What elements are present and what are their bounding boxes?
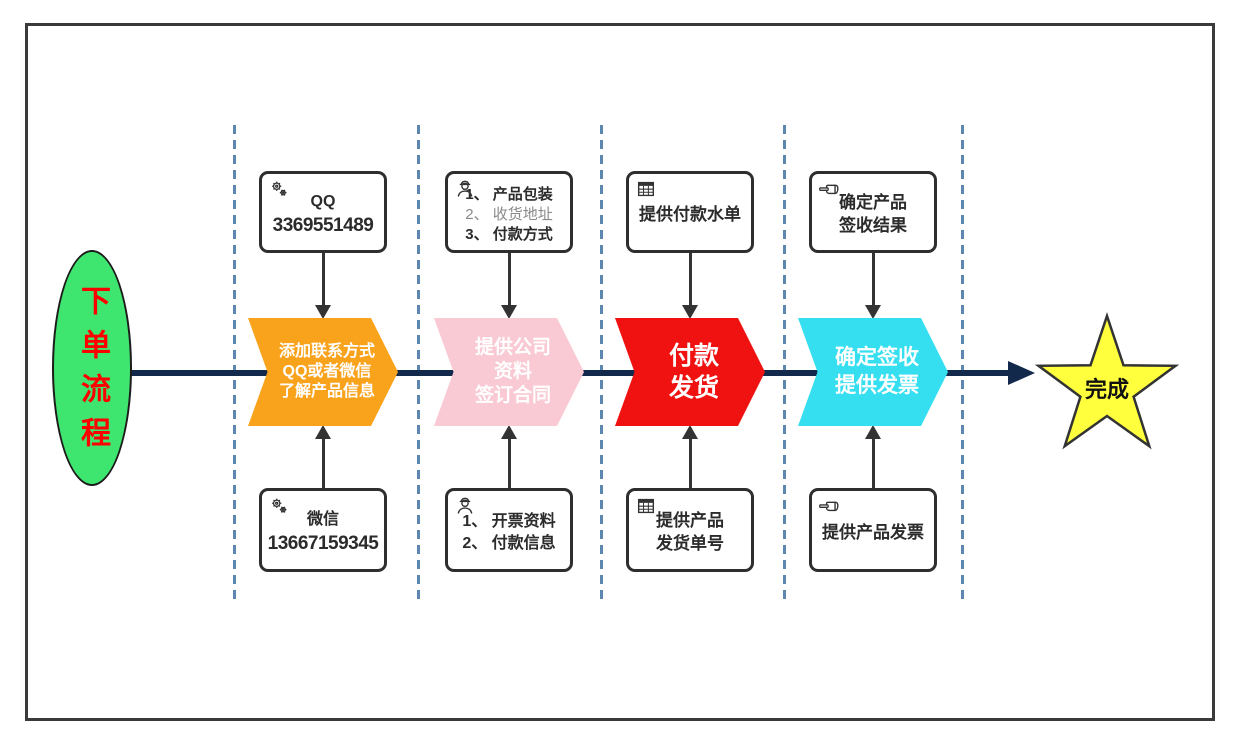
box-line: 1、 开票资料 [462, 513, 556, 531]
info-box-payment-slip[interactable]: 提供付款水单 [626, 171, 754, 253]
gears-icon [268, 495, 290, 517]
box-line: 2、 收货地址 [465, 205, 553, 223]
step-sign-invoice[interactable]: 确定签收 提供发票 [798, 318, 948, 426]
arrow-up-icon [682, 425, 698, 439]
info-box-qq[interactable]: QQ 3369551489 [259, 171, 387, 253]
connector-line [688, 253, 692, 306]
table-icon [635, 495, 657, 517]
box-line: 发货单号 [656, 534, 724, 553]
chevron-label: 提供公司 [474, 337, 551, 359]
chevron-label: 发货 [668, 374, 719, 402]
chevron-label: 确定签收 [835, 345, 919, 369]
box-line: 3369551489 [272, 214, 374, 236]
lane-divider [417, 125, 420, 605]
box-line: 提供产品发票 [822, 522, 924, 542]
info-box-sign-result[interactable]: 确定产品 签收结果 [809, 171, 937, 253]
connector-line [507, 253, 511, 306]
star-shape [1034, 312, 1180, 450]
info-box-order-details[interactable]: 1、 产品包装 2、 收货地址 3、 付款方式 [445, 171, 573, 253]
info-box-product-invoice[interactable]: 提供产品发票 [809, 488, 937, 572]
chevron-label: 提供发票 [835, 374, 919, 397]
arrow-down-icon [501, 305, 517, 319]
table-icon [635, 178, 657, 200]
chevron-label: 签订合同 [474, 384, 551, 406]
arrow-up-icon [501, 425, 517, 439]
arrow-up-icon [315, 425, 331, 439]
chevron-label: QQ或者微信 [282, 363, 372, 380]
connector-line [871, 253, 875, 306]
info-box-wechat[interactable]: 微信 13667159345 [259, 488, 387, 572]
connector-line [507, 438, 511, 488]
connector-line [321, 253, 325, 306]
chevron-label: 付款 [668, 341, 719, 370]
box-line: QQ [310, 193, 336, 211]
chevron-label: 了解产品信息 [278, 383, 375, 400]
info-box-shipping-number[interactable]: 提供产品 发货单号 [626, 488, 754, 572]
box-line: 微信 [306, 511, 339, 529]
connector-line [871, 438, 875, 488]
lane-divider [600, 125, 603, 605]
connector-line [321, 438, 325, 488]
lane-divider [783, 125, 786, 605]
box-line: 签收结果 [839, 216, 907, 235]
step-company-info-contract[interactable]: 提供公司 资料 签订合同 [434, 318, 584, 426]
start-node-order-process[interactable]: 下单流程 [52, 250, 132, 486]
lane-divider [233, 125, 236, 605]
engineer-icon [454, 495, 476, 517]
box-line: 提供付款水单 [639, 204, 741, 224]
box-line: 确定产品 [839, 193, 907, 213]
lane-divider [961, 125, 964, 605]
arrow-up-icon [865, 425, 881, 439]
arrow-down-icon [315, 305, 331, 319]
arrow-down-icon [682, 305, 698, 319]
gears-icon [268, 178, 290, 200]
pointing-hand-icon [818, 495, 840, 517]
box-line: 3、 付款方式 [465, 226, 553, 244]
box-line: 13667159345 [267, 532, 379, 554]
start-node-label: 下单流程 [76, 285, 109, 461]
engineer-icon [454, 178, 476, 200]
finish-star[interactable]: 完成 [1032, 310, 1182, 460]
arrow-down-icon [865, 305, 881, 319]
step-payment-shipping[interactable]: 付款 发货 [615, 318, 765, 426]
finish-star-label: 完成 [1084, 377, 1129, 402]
box-line: 2、 付款信息 [462, 535, 556, 552]
step-add-contact[interactable]: 添加联系方式 QQ或者微信 了解产品信息 [248, 318, 398, 426]
connector-line [688, 438, 692, 488]
box-line: 提供产品 [656, 511, 724, 531]
chevron-label: 资料 [493, 361, 532, 383]
chevron-label: 添加联系方式 [278, 343, 375, 360]
info-box-invoice-info[interactable]: 1、 开票资料 2、 付款信息 [445, 488, 573, 572]
box-line: 1、 产品包装 [465, 185, 553, 203]
pointing-hand-icon [818, 178, 840, 200]
main-flow-arrowhead-icon [1008, 361, 1035, 385]
